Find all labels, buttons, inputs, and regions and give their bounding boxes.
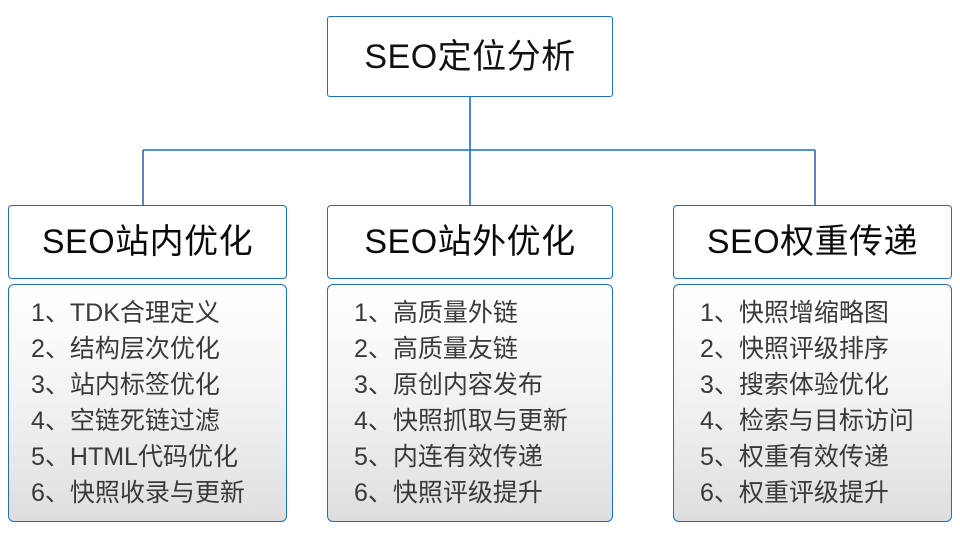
branch-header-label-3: SEO权重传递: [706, 223, 919, 261]
root-node[interactable]: SEO定位分析: [327, 16, 613, 97]
list-item: 3、原创内容发布: [354, 371, 543, 399]
list-item: 4、快照抓取与更新: [354, 407, 568, 435]
list-item: 6、权重评级提升: [700, 479, 889, 507]
list-item: 6、快照评级提升: [354, 479, 543, 507]
list-item: 3、搜索体验优化: [700, 371, 889, 399]
list-item: 2、快照评级排序: [700, 335, 889, 363]
list-item: 3、站内标签优化: [31, 371, 220, 399]
list-item: 5、权重有效传递: [700, 443, 889, 471]
branch-column-2: SEO站外优化 1、高质量外链 2、高质量友链 3、原创内容发布 4、快照抓取与…: [327, 205, 613, 522]
list-item: 4、空链死链过滤: [31, 407, 220, 435]
list-item: 5、内连有效传递: [354, 443, 543, 471]
branch-header-label-2: SEO站外优化: [364, 223, 576, 261]
list-item: 1、高质量外链: [354, 299, 518, 327]
list-item: 5、HTML代码优化: [31, 443, 238, 471]
branch-header-1[interactable]: SEO站内优化: [8, 205, 287, 279]
list-item: 1、快照增缩略图: [700, 299, 889, 327]
branch-list-1: 1、TDK合理定义 2、结构层次优化 3、站内标签优化 4、空链死链过滤 5、H…: [8, 284, 287, 522]
list-item: 4、检索与目标访问: [700, 407, 914, 435]
list-item: 2、结构层次优化: [31, 335, 220, 363]
branch-column-1: SEO站内优化 1、TDK合理定义 2、结构层次优化 3、站内标签优化 4、空链…: [8, 205, 287, 522]
list-item: 1、TDK合理定义: [31, 299, 220, 327]
branch-column-3: SEO权重传递 1、快照增缩略图 2、快照评级排序 3、搜索体验优化 4、检索与…: [673, 205, 952, 522]
root-node-label: SEO定位分析: [364, 37, 576, 76]
branch-list-3: 1、快照增缩略图 2、快照评级排序 3、搜索体验优化 4、检索与目标访问 5、权…: [673, 284, 952, 522]
branch-header-3[interactable]: SEO权重传递: [673, 205, 952, 279]
list-item: 6、快照收录与更新: [31, 479, 245, 507]
branch-header-label-1: SEO站内优化: [41, 223, 254, 261]
branch-header-2[interactable]: SEO站外优化: [327, 205, 613, 279]
branch-list-2: 1、高质量外链 2、高质量友链 3、原创内容发布 4、快照抓取与更新 5、内连有…: [327, 284, 613, 522]
list-item: 2、高质量友链: [354, 335, 518, 363]
